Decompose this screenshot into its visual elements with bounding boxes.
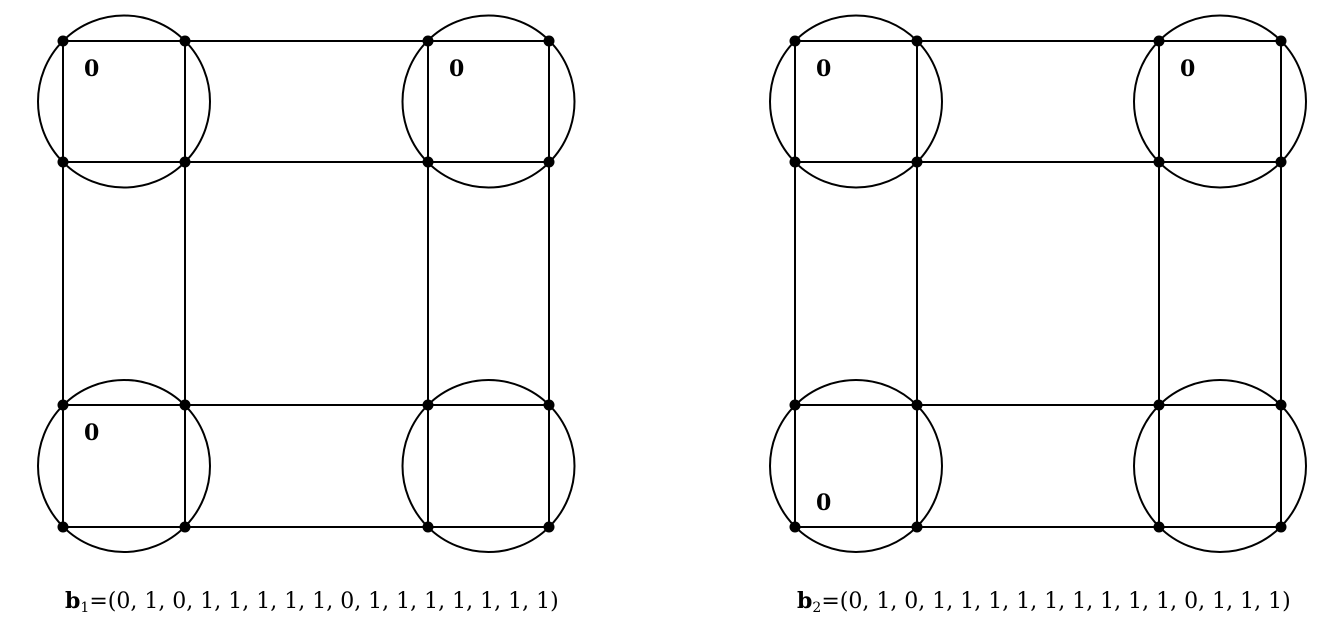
vertex-node bbox=[1275, 35, 1287, 47]
zero-label: 0 bbox=[1180, 56, 1195, 82]
corner-circle-bottom-left bbox=[769, 379, 943, 553]
caption-tuple: (0, 1, 0, 1, 1, 1, 1, 1, 1, 1, 1, 1, 0, … bbox=[839, 589, 1291, 614]
caption-subscript: 1 bbox=[80, 600, 90, 616]
vertex-node bbox=[422, 35, 434, 47]
caption-equals: = bbox=[89, 589, 108, 614]
vertex-node bbox=[1275, 399, 1287, 411]
corner-circle-top-right bbox=[1133, 14, 1307, 189]
caption-vector: b bbox=[797, 588, 813, 614]
vertex-node bbox=[1275, 521, 1287, 533]
vertex-node bbox=[789, 35, 801, 47]
vertex-node bbox=[911, 35, 923, 47]
vertex-node bbox=[543, 521, 555, 533]
vertex-node bbox=[543, 399, 555, 411]
caption-b1: b1=(0, 1, 0, 1, 1, 1, 1, 1, 0, 1, 1, 1, … bbox=[65, 590, 559, 615]
caption-vector: b bbox=[65, 588, 81, 614]
vertex-node bbox=[789, 521, 801, 533]
corner-circle-top-right bbox=[401, 14, 576, 189]
vertex-node bbox=[57, 156, 69, 168]
vertex-node bbox=[1153, 521, 1165, 533]
vertex-node bbox=[179, 399, 191, 411]
corner-circle-top-left bbox=[37, 14, 211, 189]
zero-label: 0 bbox=[816, 56, 831, 82]
vertex-node bbox=[179, 521, 191, 533]
vertex-node bbox=[1275, 156, 1287, 168]
vertex-node bbox=[422, 521, 434, 533]
caption-subscript: 2 bbox=[812, 600, 822, 616]
vertex-node bbox=[789, 156, 801, 168]
corner-circle-top-left bbox=[769, 14, 943, 189]
graph-panel-right: 0 0 0 bbox=[769, 14, 1307, 553]
vertex-node bbox=[57, 35, 69, 47]
corner-circle-bottom-left bbox=[37, 379, 211, 553]
corner-circle-bottom-right bbox=[401, 379, 576, 553]
zero-label: 0 bbox=[816, 490, 831, 516]
vertex-node bbox=[57, 399, 69, 411]
vertex-node bbox=[789, 399, 801, 411]
vertex-node bbox=[911, 156, 923, 168]
zero-label: 0 bbox=[84, 56, 99, 82]
vertex-node bbox=[179, 156, 191, 168]
corner-circle-bottom-right bbox=[1133, 379, 1307, 553]
vertex-node bbox=[1153, 399, 1165, 411]
zero-label: 0 bbox=[84, 420, 99, 446]
vertex-node bbox=[911, 521, 923, 533]
vertex-node bbox=[179, 35, 191, 47]
vertex-node bbox=[422, 399, 434, 411]
caption-equals: = bbox=[821, 589, 840, 614]
vertex-node bbox=[57, 521, 69, 533]
vertex-node bbox=[422, 156, 434, 168]
graph-panel-left: 0 0 0 bbox=[37, 14, 576, 553]
caption-b2: b2=(0, 1, 0, 1, 1, 1, 1, 1, 1, 1, 1, 1, … bbox=[797, 590, 1291, 615]
vertex-node bbox=[911, 399, 923, 411]
vertex-node bbox=[543, 35, 555, 47]
vertex-node bbox=[1153, 35, 1165, 47]
vertex-node bbox=[1153, 156, 1165, 168]
caption-tuple: (0, 1, 0, 1, 1, 1, 1, 1, 0, 1, 1, 1, 1, … bbox=[107, 589, 559, 614]
zero-label: 0 bbox=[449, 56, 464, 82]
vertex-node bbox=[543, 156, 555, 168]
